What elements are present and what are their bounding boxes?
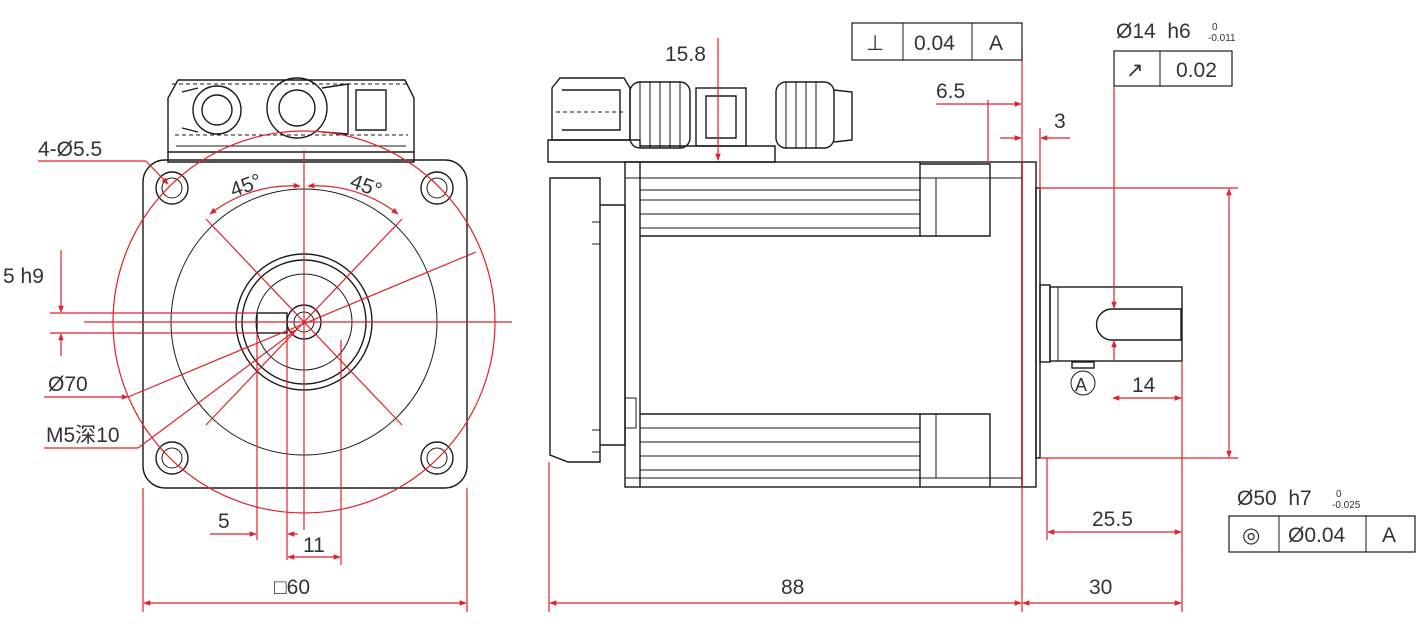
keyway-position-label: 25.5: [1092, 508, 1133, 531]
body-length-label: 88: [781, 576, 804, 599]
shaft-diameter-upper: 0: [1212, 22, 1218, 33]
runout-frame: ↗ 0.02: [1113, 50, 1233, 87]
mounting-holes: [155, 171, 454, 475]
runout-value: 0.02: [1176, 59, 1217, 82]
angle-right-label: 45°: [347, 170, 385, 202]
datum-label: A: [1075, 375, 1087, 395]
concentricity-frame: ◎ Ø0.04 A: [1228, 515, 1416, 553]
flange-thickness-label: 6.5: [936, 80, 965, 103]
shaft-height-label: 11: [303, 534, 325, 557]
motor-body: [624, 161, 1023, 488]
concentricity-value: Ø0.04: [1288, 524, 1346, 547]
connector-height-label: 15.8: [665, 43, 706, 66]
concentricity-datum: A: [1382, 524, 1396, 547]
key-width-dimension: 5 h9: [3, 250, 257, 356]
hole-callout: 4-Ø5.5: [38, 138, 169, 185]
thread-callout: M5深10: [44, 329, 297, 449]
spigot-diameter-nominal: Ø50 h7: [1237, 487, 1312, 510]
perpendicularity-symbol: ⊥: [866, 32, 884, 55]
bottom-small-dimensions: 5 11: [210, 333, 342, 565]
spigot-length-label: 3: [1054, 110, 1066, 133]
front-flange-side: [1021, 161, 1041, 488]
key-length-label: 14: [1132, 374, 1156, 397]
flange-size-label: □60: [274, 576, 310, 599]
perpendicularity-value: 0.04: [914, 32, 955, 55]
spigot-diameter-callout: Ø50 h7 0 -0.025: [1237, 487, 1361, 511]
runout-symbol: ↗: [1126, 59, 1144, 82]
side-dimensions: 15.8 6.5 3 14 A: [548, 38, 1238, 612]
spigot-diameter-upper: 0: [1336, 489, 1342, 500]
key-profile: [256, 312, 288, 334]
rear-encoder-cap: [549, 177, 637, 463]
perpendicularity-frame: ⊥ 0.04 A: [851, 22, 1023, 61]
shaft-diameter-callout: Ø14 h6 0 -0.011: [1116, 20, 1236, 44]
shaft-diameter-nominal: Ø14 h6: [1116, 20, 1191, 43]
shaft-diameter-lower: -0.011: [1208, 33, 1236, 44]
front-connector-block: [167, 77, 415, 163]
key-width-label: 5 h9: [3, 265, 44, 288]
key-offset-label: 5: [218, 510, 230, 533]
shaft-length-label: 30: [1089, 576, 1112, 599]
concentricity-symbol: ◎: [1242, 524, 1260, 547]
thread-callout-label: M5深10: [46, 424, 120, 447]
pilot-circle-callout: Ø70: [44, 251, 477, 400]
hole-callout-label: 4-Ø5.5: [38, 138, 102, 161]
side-view: 15.8 6.5 3 14 A: [547, 20, 1416, 612]
side-connector-block: [547, 77, 853, 163]
pilot-circle-label: Ø70: [48, 373, 88, 396]
perpendicularity-datum: A: [989, 32, 1003, 55]
output-shaft: [1039, 284, 1183, 369]
keyway: [1095, 308, 1182, 341]
flange-size-dimension: □60: [142, 488, 468, 612]
front-flange-square: [142, 159, 468, 489]
spigot-diameter-lower: -0.025: [1332, 500, 1361, 511]
front-view: 45° 45° 4-Ø5.5 5 h9 Ø70 M5深10: [3, 77, 512, 612]
front-centerlines: [84, 130, 512, 530]
